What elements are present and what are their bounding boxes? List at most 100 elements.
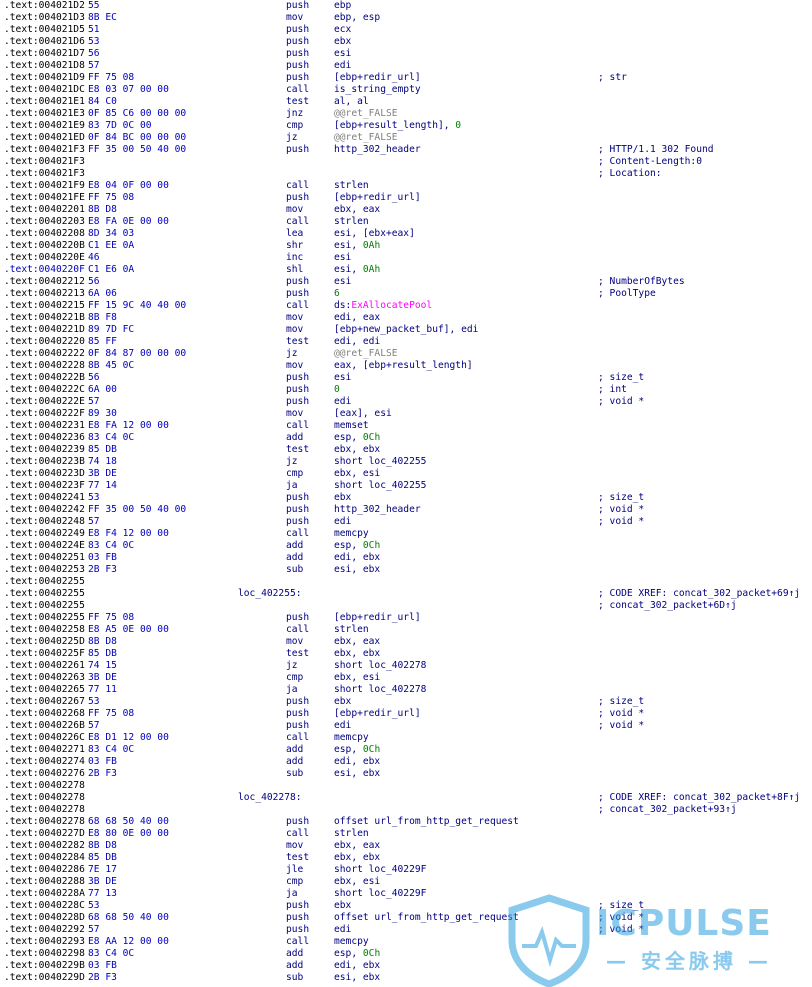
instruction-operands[interactable]: offset url_from_http_get_request (334, 816, 519, 828)
instruction-operands[interactable]: esi, 0Ah (334, 264, 380, 276)
listing-line[interactable]: .text:00402255; concat_302_packet+6D↑j (0, 600, 812, 612)
instruction-operands[interactable]: memset (334, 420, 369, 432)
instruction-operands[interactable]: ebx (334, 492, 351, 504)
instruction-operands[interactable]: al, al (334, 96, 369, 108)
listing-line[interactable]: .text:00402255 (0, 576, 812, 588)
instruction-operands[interactable]: edi, ebx (334, 960, 380, 972)
instruction-operands[interactable]: @@ret_FALSE (334, 132, 398, 144)
instruction-operands[interactable]: edi (334, 60, 351, 72)
instruction-operands[interactable]: short loc_40229F (334, 888, 426, 900)
instruction-operands[interactable]: 6 (334, 288, 340, 300)
instruction-operands[interactable]: edi, eax (334, 312, 380, 324)
instruction-operands[interactable]: short loc_402278 (334, 660, 426, 672)
instruction-operands[interactable]: ebx (334, 900, 351, 912)
instruction-operands[interactable]: edi (334, 396, 351, 408)
instruction-operands[interactable]: [ebp+new_packet_buf], edi (334, 324, 478, 336)
instruction-operands[interactable]: ebx, esi (334, 468, 380, 480)
instruction-operands[interactable]: [ebp+redir_url] (334, 708, 421, 720)
instruction-operands[interactable]: short loc_402255 (334, 456, 426, 468)
instruction-operands[interactable]: esi (334, 48, 351, 60)
instruction-operands[interactable]: [ebp+redir_url] (334, 72, 421, 84)
instruction-operands[interactable]: ebx (334, 696, 351, 708)
instruction-operands[interactable]: http_302_header (334, 504, 421, 516)
instruction-operands[interactable]: ebx (334, 36, 351, 48)
instruction-operands[interactable]: 0 (334, 384, 340, 396)
instruction-operands[interactable]: edi, ebx (334, 756, 380, 768)
instruction-operands[interactable]: esp, 0Ch (334, 432, 380, 444)
instruction-operands[interactable]: @@ret_FALSE (334, 348, 398, 360)
instruction-operands[interactable]: @@ret_FALSE (334, 108, 398, 120)
instruction-operands[interactable]: esp, 0Ch (334, 540, 380, 552)
instruction-operands[interactable]: [ebp+redir_url] (334, 192, 421, 204)
instruction-operands[interactable]: strlen (334, 828, 369, 840)
instruction-operands[interactable]: offset url_from_http_get_request (334, 912, 519, 924)
instruction-operands[interactable]: ds:ExAllocatePool (334, 300, 432, 312)
instruction-operands[interactable]: esi (334, 372, 351, 384)
instruction-operands[interactable]: strlen (334, 180, 369, 192)
instruction-operands[interactable]: edi, ebx (334, 552, 380, 564)
instruction-operands[interactable]: ebp, esp (334, 12, 380, 24)
listing-line[interactable]: .text:004021F3; Content-Length:0 (0, 156, 812, 168)
instruction-operands[interactable]: edi (334, 924, 351, 936)
instruction-operands[interactable]: esi (334, 276, 351, 288)
instruction-operands[interactable]: short loc_402278 (334, 684, 426, 696)
instruction-operands[interactable]: esi, ebx (334, 768, 380, 780)
code-label[interactable]: loc_402255: (238, 588, 302, 599)
instruction-operands[interactable]: edi (334, 720, 351, 732)
instruction-operands[interactable]: esp, 0Ch (334, 744, 380, 756)
instruction-operands[interactable]: edi (334, 516, 351, 528)
instruction-operands[interactable]: ecx (334, 24, 351, 36)
instruction-operands[interactable]: [ebp+redir_url] (334, 612, 421, 624)
instruction-operands[interactable]: memcpy (334, 732, 369, 744)
instruction-operands[interactable]: ebx, eax (334, 840, 380, 852)
listing-line[interactable]: .text:004021F3; Location: (0, 168, 812, 180)
listing-line[interactable]: .text:00402278 (0, 780, 812, 792)
